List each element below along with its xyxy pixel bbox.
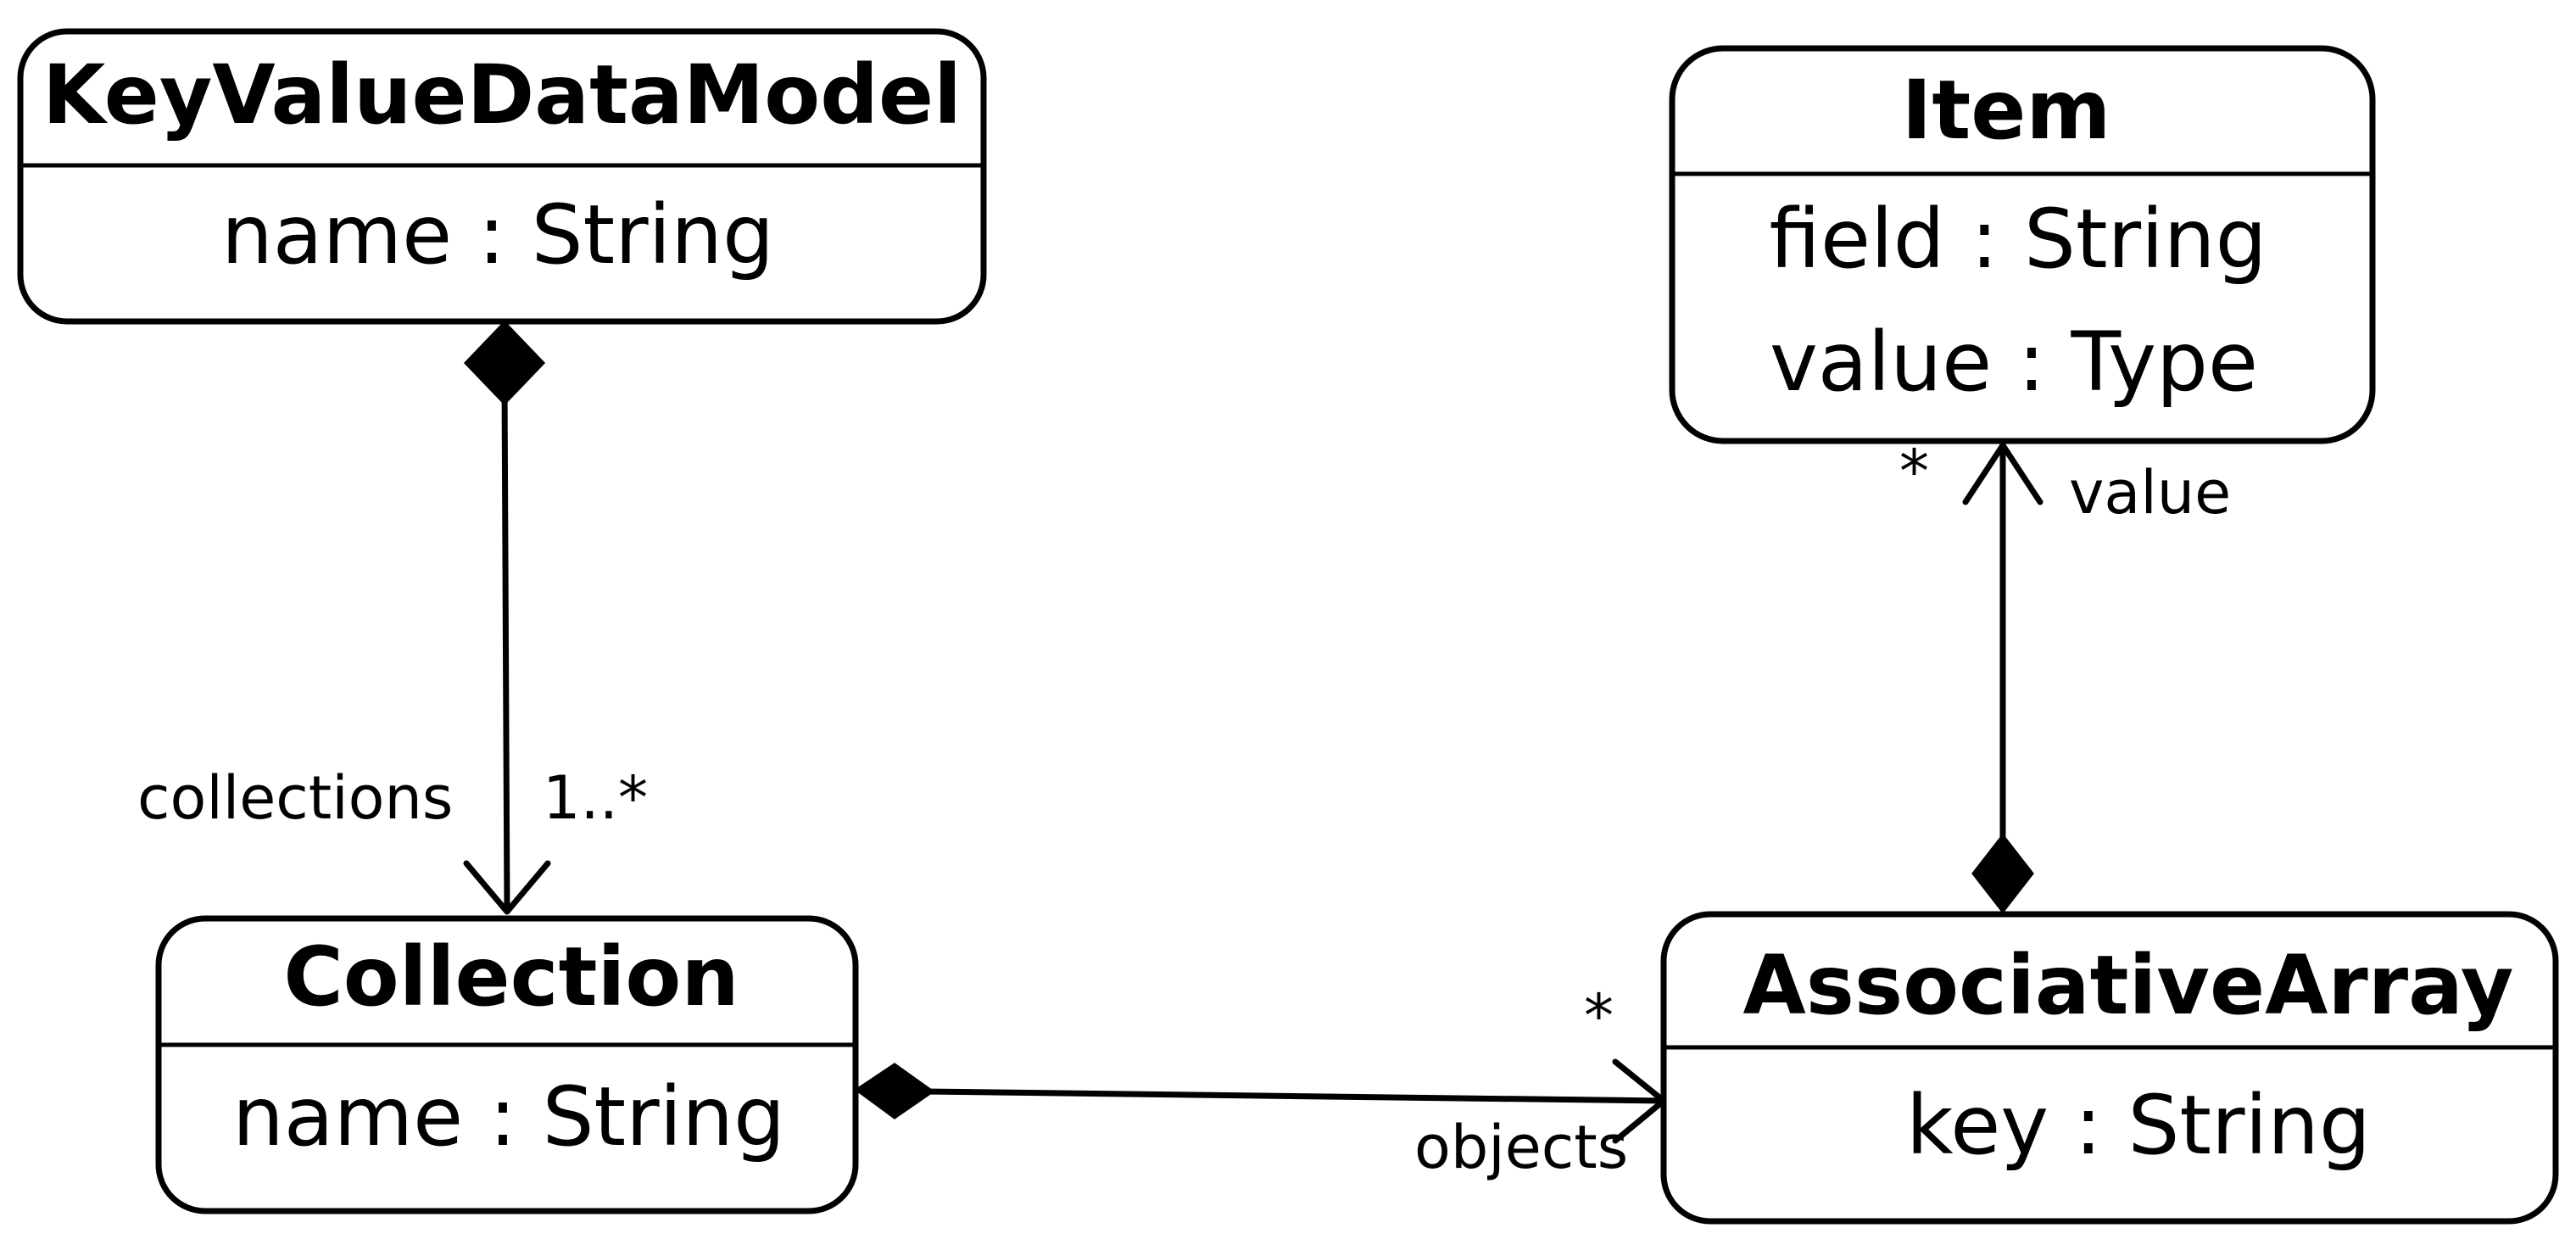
class-collection: Collection name : String (155, 915, 859, 1214)
navigability-arrowhead (1962, 442, 2044, 505)
class-name: AssociativeArray (1743, 938, 2514, 1033)
association-line (501, 382, 510, 913)
association-model-collections: collections 1..* (137, 320, 648, 915)
role-label-value: value (2069, 458, 2231, 528)
class-box (1660, 911, 2559, 1225)
multiplicity-label-value: * (1899, 437, 1929, 506)
class-associativearray: AssociativeArray key : String (1660, 911, 2559, 1225)
association-line (923, 1088, 1664, 1104)
attribute-key: key : String (1906, 1078, 2371, 1173)
attribute-field: field : String (1769, 192, 2267, 287)
role-label-collections: collections (137, 763, 453, 833)
attribute-name: name : String (221, 187, 774, 282)
class-box (1669, 45, 2376, 444)
composition-diamond (854, 1063, 935, 1119)
attribute-name: name : String (232, 1069, 785, 1164)
navigability-arrowhead (463, 860, 551, 915)
multiplicity-label-collections: 1..* (543, 763, 648, 833)
association-array-value: value * (1899, 437, 2231, 914)
composition-diamond (1971, 833, 2034, 914)
multiplicity-label-objects: * (1584, 981, 1614, 1051)
class-name: Item (1902, 63, 2111, 158)
association-collection-objects: objects * (854, 981, 1667, 1182)
class-box (17, 28, 987, 325)
role-label-objects: objects (1414, 1113, 1628, 1182)
class-keyvaluedatamodel: KeyValueDataModel name : String (17, 28, 987, 325)
class-name: KeyValueDataModel (42, 47, 962, 142)
composition-diamond (463, 320, 546, 406)
class-item: Item field : String value : Type (1669, 45, 2376, 444)
class-box (155, 915, 859, 1214)
class-name: Collection (283, 929, 739, 1024)
attribute-value: value : Type (1770, 315, 2258, 410)
